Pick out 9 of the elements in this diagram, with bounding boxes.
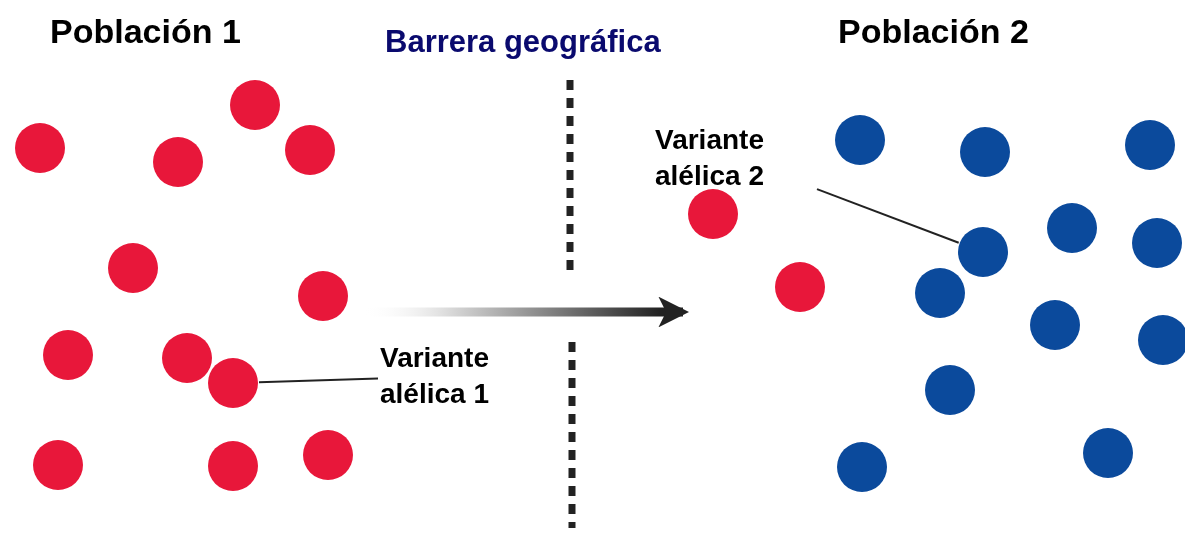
- leader-line: [258, 377, 379, 384]
- barrier-label: Barrera geográfica: [385, 24, 661, 60]
- annotation-text: Variante alélica 2: [655, 122, 815, 194]
- annotation-text: Variante alélica 1: [380, 340, 540, 412]
- individual-dot: [208, 358, 258, 408]
- population-heading: Población 1: [50, 12, 241, 51]
- leader-line: [816, 188, 960, 244]
- individual-dot: [958, 227, 1008, 277]
- population-heading: Población 2: [838, 12, 1029, 51]
